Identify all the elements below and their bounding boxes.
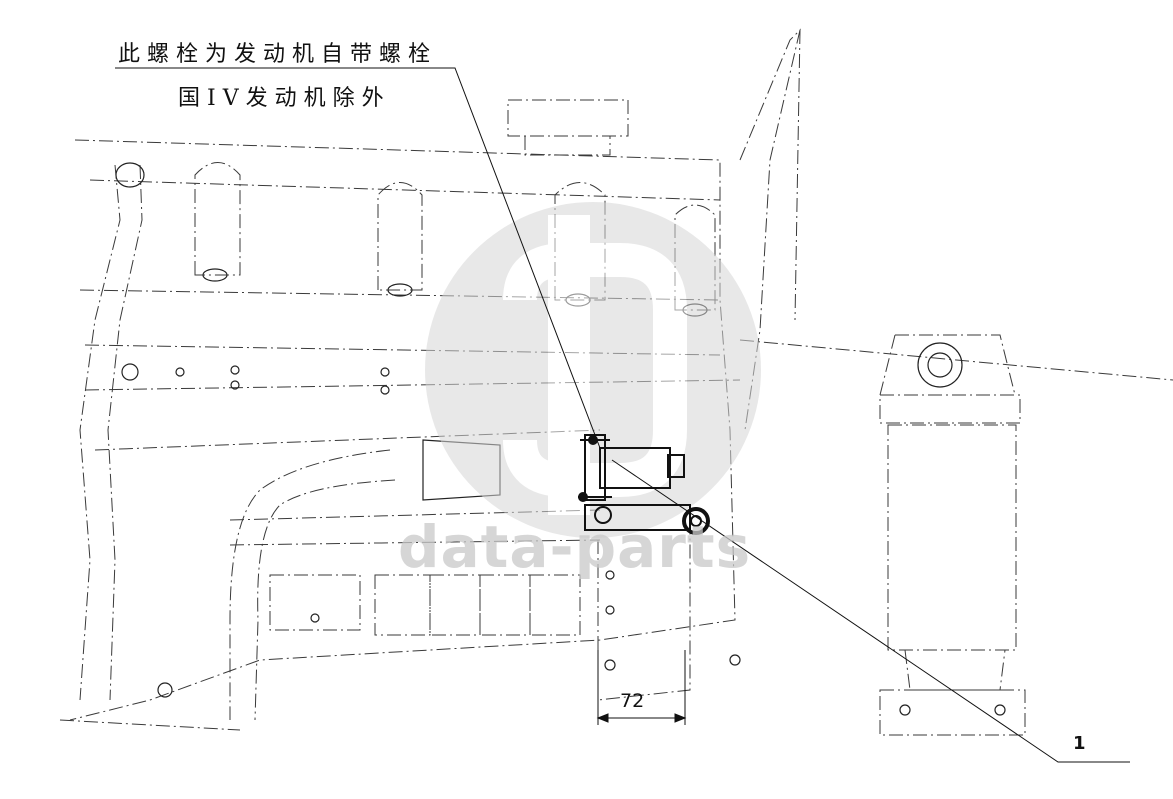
dimension-line — [596, 650, 687, 725]
watermark-text: data-parts — [398, 513, 752, 581]
annotation-line-1: 此螺栓为发动机自带螺栓 — [118, 42, 438, 67]
callout-label: 1 — [1073, 733, 1086, 754]
annotation-line-2: 国IV发动机除外 — [178, 86, 391, 111]
watermark-logo — [425, 202, 761, 538]
dimension-value: 72 — [620, 690, 645, 712]
bracket-part — [578, 434, 710, 535]
